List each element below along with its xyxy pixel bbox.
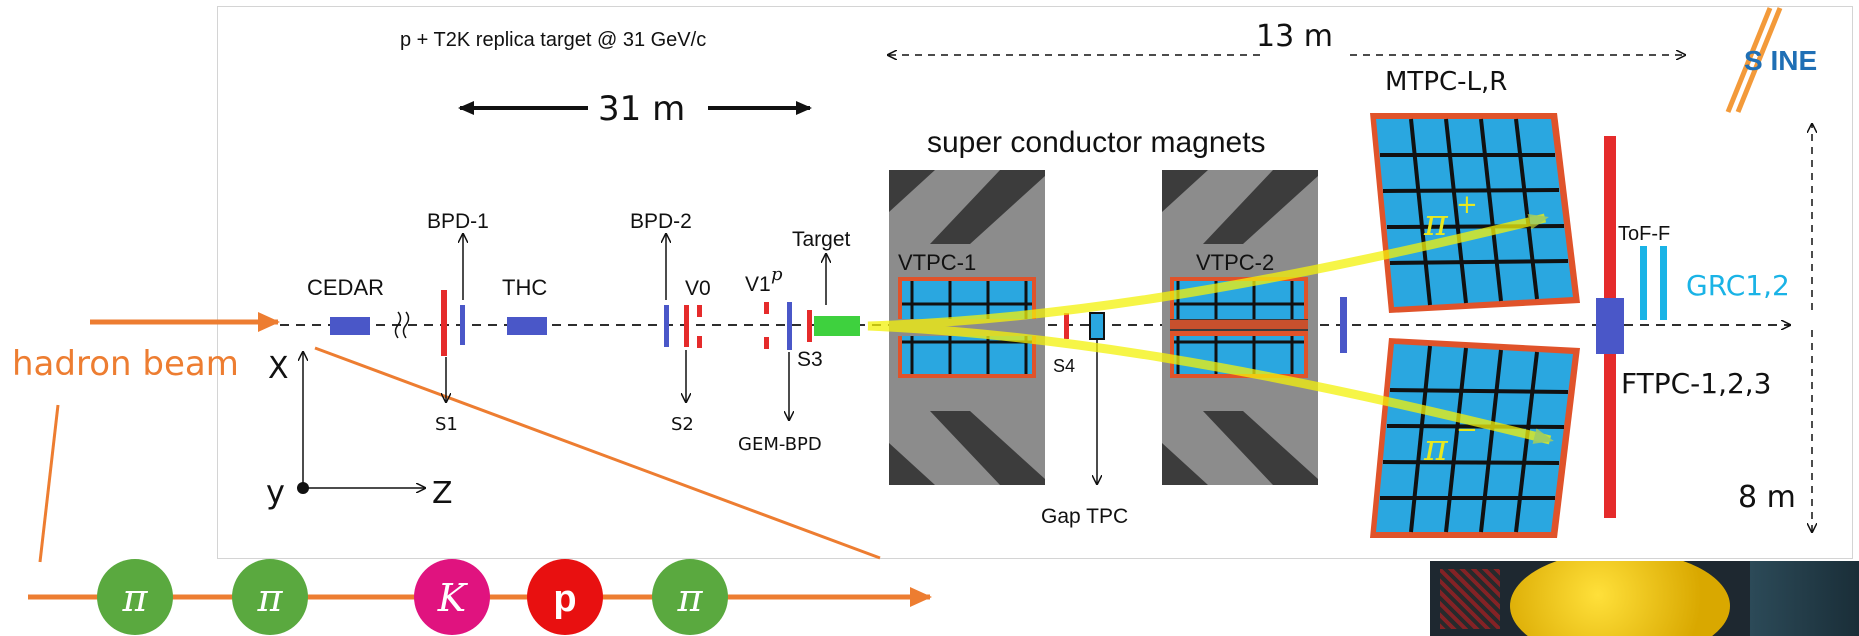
v1p-superscript: p <box>771 264 783 285</box>
beam-particle: K <box>414 559 490 635</box>
s1-label: S1 <box>435 414 458 435</box>
mtpc-lower <box>1370 338 1580 538</box>
target-label: Target <box>792 228 851 251</box>
gem-bpd-label: GEM-BPD <box>738 434 822 455</box>
pi-minus-sup: − <box>1456 415 1478 445</box>
axis-y-label: y <box>266 473 285 511</box>
beam-particle: π <box>652 559 728 635</box>
vtpc2-label: VTPC-2 <box>1196 250 1274 275</box>
beam-particle: π <box>97 559 173 635</box>
beam-particle-symbol: π <box>257 576 284 620</box>
hadron-beam-label: hadron beam <box>12 344 239 384</box>
beam-particle-circle <box>527 559 603 635</box>
figure-title: p + T2K replica target @ 31 GeV/c <box>400 29 706 51</box>
shine-logo: S INE <box>1725 7 1817 113</box>
spectrometer-width-label: 8 m <box>1738 480 1796 515</box>
vtpc1-label: VTPC-1 <box>898 250 976 275</box>
beam-particle-symbol: K <box>437 576 469 620</box>
beam-particle-circle <box>97 559 173 635</box>
spectrometer-length-arrow: 13 m <box>888 19 1685 55</box>
mtpc-upper: MTPC-L,R <box>1370 67 1580 313</box>
magnets-label: super conductor magnets <box>927 126 1266 159</box>
ftpc-label: FTPC-1,2,3 <box>1621 367 1772 400</box>
grc-label: GRC1,2 <box>1686 269 1790 302</box>
small-counter <box>1340 297 1347 353</box>
bpd1-label: BPD-1 <box>427 210 489 233</box>
target-station: V1 p Target S3 GEM-BPD <box>738 228 860 455</box>
gap-tpc-label: Gap TPC <box>1041 505 1128 528</box>
beamline-length-label: 31 m <box>598 89 685 129</box>
v1p-label: V1 <box>745 273 771 296</box>
axis-z-label: Z <box>432 476 453 511</box>
spectrometer-width-arrow: 8 m <box>1738 124 1812 532</box>
vtpc2-detector: VTPC-2 <box>1170 250 1308 378</box>
tof-f-label: ToF-F <box>1618 223 1670 245</box>
bpd1-station: BPD-1 S1 <box>427 210 489 435</box>
hard-hat-image <box>1510 561 1730 636</box>
axis-x-label: X <box>268 351 289 386</box>
thc-label: THC <box>502 275 547 300</box>
pi-minus-label: π <box>1423 428 1449 469</box>
beam-particle-circle <box>652 559 728 635</box>
bpd2-station: BPD-2 V0 S2 <box>630 210 711 435</box>
pi-plus-label: π <box>1423 203 1449 244</box>
spectrometer-length-label: 13 m <box>1256 19 1333 54</box>
beam-particle: π <box>232 559 308 635</box>
grc-detector: GRC1,2 <box>1640 246 1790 320</box>
beam-particle-symbol: π <box>677 576 704 620</box>
zoom-line-left <box>38 404 60 563</box>
s2-label: S2 <box>671 414 694 435</box>
beam-particle-symbol: π <box>122 576 149 620</box>
s3-label: S3 <box>797 348 823 371</box>
beam-particle: p <box>527 559 603 635</box>
photo-background <box>1750 561 1859 636</box>
zoom-line-right <box>314 346 881 560</box>
thc-detector: THC <box>502 275 547 335</box>
photo-cables <box>1440 569 1500 629</box>
cedar-detector: CEDAR <box>307 275 410 339</box>
particle-tracks <box>867 213 1554 445</box>
cedar-label: CEDAR <box>307 275 384 300</box>
photo-thumbnail <box>1430 561 1859 636</box>
v0-label: V0 <box>685 277 711 300</box>
gap-tpc-station: S4 Gap TPC <box>1041 312 1128 528</box>
shine-logo-text: S INE <box>1744 45 1817 76</box>
bpd2-label: BPD-2 <box>630 210 692 233</box>
pi-plus-sup: + <box>1456 190 1478 220</box>
s4-label: S4 <box>1053 356 1075 376</box>
beamline-length-arrow: 31 m <box>458 89 812 129</box>
beam-particle-symbol: p <box>553 578 576 620</box>
mtpc-label: MTPC-L,R <box>1385 67 1507 97</box>
tof-f-wall: ToF-F <box>1596 136 1670 518</box>
beam-particle-circle <box>232 559 308 635</box>
beam-particle-circle <box>414 559 490 635</box>
coordinate-axes: X y Z <box>266 351 453 511</box>
